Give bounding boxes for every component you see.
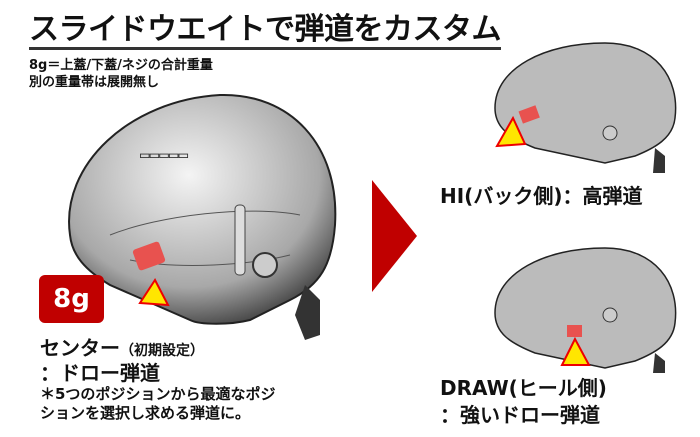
weight-position-marker-hi bbox=[495, 115, 527, 148]
weight-position-marker bbox=[138, 278, 170, 307]
position-note-2: ションを選択し求める弾道に。 bbox=[40, 404, 251, 422]
draw-label: DRAW(ヒール側) bbox=[440, 376, 607, 400]
page-title: スライドウエイトで弾道をカスタム bbox=[29, 14, 502, 50]
weight-note: 8g＝上蓋/下蓋/ネジの合計重量 bbox=[29, 58, 213, 73]
club-head-draw bbox=[494, 247, 677, 373]
weight-badge: 8g bbox=[39, 275, 104, 323]
center-position: センター bbox=[40, 336, 120, 360]
default-setting: （初期設定） bbox=[120, 343, 204, 359]
center-label: センター（初期設定） bbox=[40, 332, 204, 361]
arrow-right-icon bbox=[372, 180, 417, 292]
position-note-1: ＊5つのポジションから最適なポジ bbox=[40, 385, 276, 403]
slide-weight bbox=[132, 241, 166, 271]
club-head-hi bbox=[494, 42, 677, 173]
draw-result: ：強いドロー弾道 bbox=[440, 403, 600, 427]
hi-label: HI(バック側)：高弾道 bbox=[440, 184, 643, 208]
center-result: ：ドロー弾道 bbox=[40, 361, 160, 385]
weight-note-2: 別の重量帯は展開無し bbox=[29, 75, 160, 90]
brand-logo: ▭▭▭▭▭ bbox=[140, 145, 189, 164]
weight-position-marker-draw bbox=[560, 336, 591, 366]
club-head-main: ▭▭▭▭▭ bbox=[68, 93, 337, 340]
